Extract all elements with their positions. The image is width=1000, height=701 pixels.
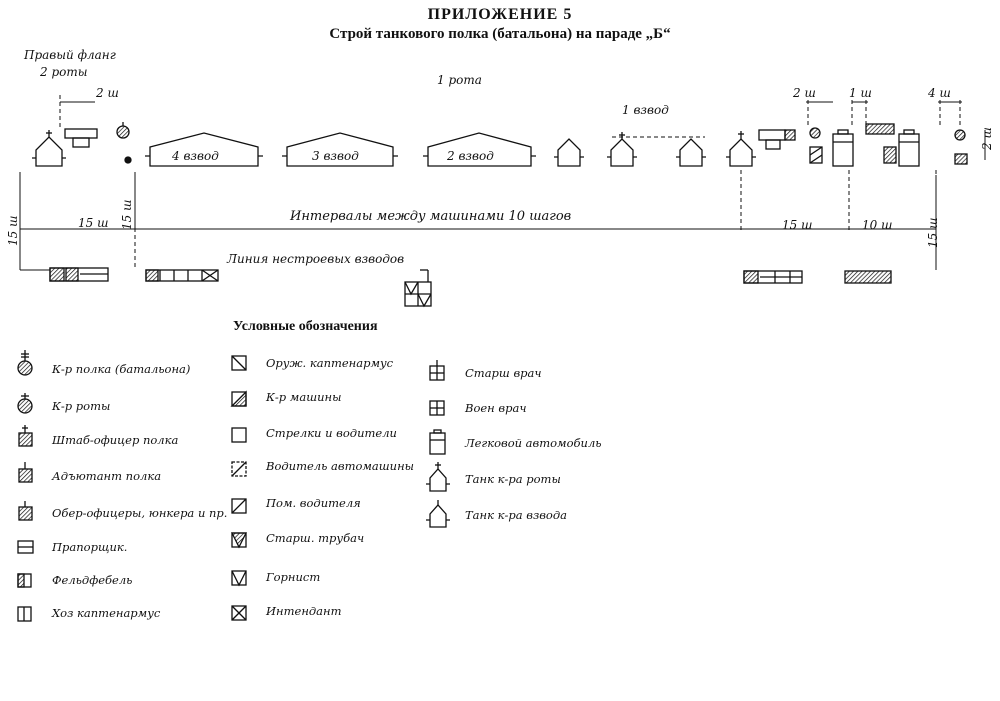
legend-label: Пом. водителя [266, 496, 361, 510]
intervals-label: Интервалы между машинами 10 шагов [290, 209, 572, 224]
legend-label: К-р роты [52, 399, 111, 413]
dim-2sh-right: 2 ш [980, 127, 994, 150]
legend-icon-intendant [231, 605, 247, 621]
right-flank-sublabel: 2 роты [40, 65, 88, 79]
passenger-car-2 [898, 133, 920, 167]
passenger-car-1 [832, 133, 854, 167]
page-subtitle: Строй танкового полка (батальона) на пар… [329, 26, 671, 42]
platoon-1-label: 1 взвод [622, 103, 669, 117]
legend-label: Фельдфебель [52, 573, 133, 587]
dim-15sh-left-vertical: 15 ш [6, 215, 20, 246]
legend-icon-staff-officer [18, 432, 33, 447]
legend-label: Стрелки и водители [266, 426, 397, 440]
legend-icon-adjutant [18, 468, 33, 483]
dim-15sh-right-vertical: 15 ш [926, 217, 940, 248]
dim-4sh: 4 ш [928, 86, 951, 100]
legend-icon-passenger-car [429, 432, 446, 455]
nonformation-units [49, 267, 892, 308]
legend-label: К-р полка (батальона) [52, 362, 191, 376]
company-1-label: 1 рота [437, 73, 482, 87]
dim-15sh-right-horizontal: 15 ш [782, 218, 813, 232]
dim-15sh-left-horizontal: 15 ш [78, 216, 109, 230]
guide-lines [19, 95, 961, 270]
right-flank-label: Правый фланг [24, 48, 116, 62]
platoon-1-tanks [554, 132, 706, 167]
legend-symbols-col2 [230, 355, 248, 621]
legend-icon-junior-officers [18, 506, 33, 521]
nonformation-line-label: Линия нестроевых взводов [227, 252, 405, 266]
legend-label: Танк к-ра роты [465, 472, 561, 486]
legend-label: Оруж. каптенармус [266, 356, 394, 370]
legend-symbols-col1 [17, 350, 34, 622]
platoon-4-label: 4 взвод [172, 149, 219, 163]
dim-2sh-b: 2 ш [793, 86, 816, 100]
page-title: ПРИЛОЖЕНИЕ 5 [427, 6, 573, 23]
legend-label: Штаб-офицер полка [52, 433, 179, 447]
left-flank-group [32, 122, 132, 167]
legend-icon-company-commander [17, 398, 33, 414]
dim-10sh: 10 ш [862, 218, 893, 232]
legend-label: Прапорщик. [52, 540, 128, 554]
company-commander-mark-left [116, 125, 130, 139]
legend-icon-gunners-drivers [231, 427, 247, 443]
company-commander-tank-left [32, 136, 66, 167]
legend-label: Старш врач [465, 366, 542, 380]
platoon-4-shape [145, 132, 263, 167]
legend-label: Воен врач [465, 401, 527, 415]
legend-label: Горнист [266, 570, 321, 584]
legend-icon-regiment-commander [17, 360, 33, 376]
platoon-2-shape [423, 132, 536, 167]
legend-icon-armorer [231, 355, 247, 371]
platoon-2-label: 2 взвод [447, 149, 494, 163]
legend-symbols-col3 [426, 360, 450, 528]
dim-15sh-mid-vertical: 15 ш [120, 199, 134, 230]
legend-label: Водитель автомашины [266, 459, 415, 473]
dim-1sh: 1 ш [849, 86, 872, 100]
legend-icon-asst-driver [231, 498, 247, 514]
legend-label: Старш. трубач [266, 531, 365, 545]
right-hq-group [726, 123, 968, 167]
legend-label: Интендант [266, 604, 342, 618]
dim-2sh-a: 2 ш [96, 86, 119, 100]
legend-label: Адъютант полка [52, 469, 162, 483]
platoon-3-label: 3 взвод [312, 149, 359, 163]
staff-block-left [64, 128, 98, 139]
legend-title: Условные обозначения [233, 319, 378, 334]
legend-label: Хоз каптенармус [52, 606, 161, 620]
legend-icon-platoon-commander-tank [426, 504, 450, 528]
legend-label: Легковой автомобиль [465, 436, 602, 450]
legend-icon-company-commander-tank [426, 468, 450, 492]
legend-label: Танк к-ра взвода [465, 508, 567, 522]
legend-icon-car-driver [231, 461, 247, 477]
legend-label: Обер-офицеры, юнкера и пр. [52, 506, 228, 520]
legend-icon-bugler [231, 570, 247, 586]
dimension-lines [19, 101, 986, 271]
legend-label: К-р машины [266, 390, 342, 404]
platoon-3-shape [282, 132, 398, 167]
